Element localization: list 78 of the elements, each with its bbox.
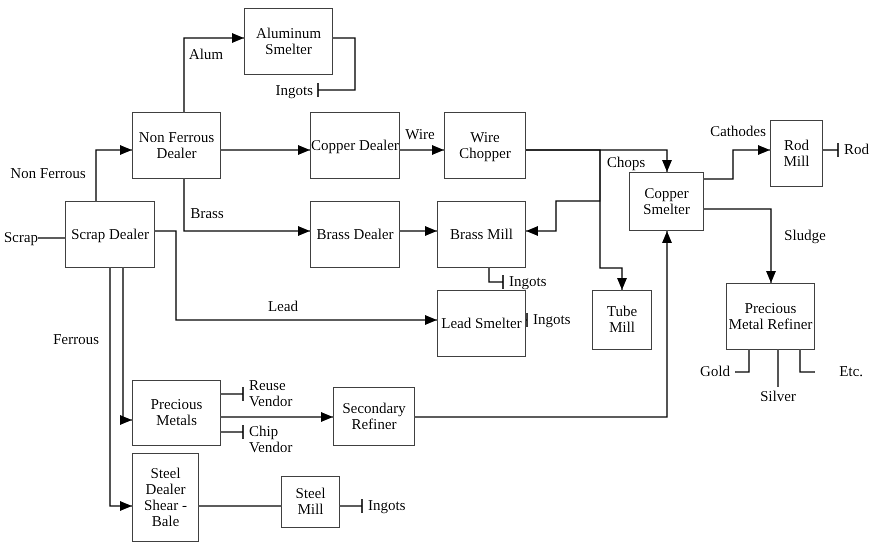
process-box: [592, 290, 652, 350]
edge-label: Lead: [268, 299, 298, 315]
output-line: [488, 268, 504, 290]
output-label: Rod: [844, 142, 870, 158]
connector-line: [777, 350, 779, 387]
arrow: [415, 231, 672, 418]
box-label: Rod Mill: [782, 138, 810, 170]
process-box: [437, 290, 526, 357]
connector-line: [38, 237, 65, 239]
arrow: [155, 230, 437, 325]
output-line: [823, 142, 839, 158]
arrow: [400, 226, 437, 236]
process-box: [333, 387, 415, 446]
connector-line: [799, 350, 815, 373]
output-label: Silver: [760, 389, 796, 405]
process-box: [310, 201, 400, 268]
output-line: [526, 312, 528, 328]
process-box: [770, 120, 823, 187]
connector-line: [199, 505, 281, 507]
process-box: [444, 112, 526, 179]
arrow: [95, 145, 132, 201]
process-box: [244, 8, 333, 75]
output-label: Chip Vendor: [249, 424, 294, 456]
arrow: [183, 179, 310, 236]
connector-line: [735, 350, 750, 373]
arrow: [704, 208, 776, 283]
edge-label: Chops: [606, 155, 646, 171]
arrow: [109, 268, 132, 511]
edge-label: Ferrous: [53, 332, 99, 348]
output-label: Ingots: [276, 83, 313, 99]
box-label: Brass Dealer: [316, 226, 394, 242]
output-label: Reuse Vendor: [249, 378, 294, 410]
arrow: [183, 33, 244, 112]
edge-label: Cathodes: [710, 124, 766, 140]
process-box: [132, 112, 221, 179]
edge-label: Alum: [188, 47, 224, 63]
box-label: Precious Metal Refiner: [728, 300, 814, 332]
output-line: [221, 386, 244, 402]
arrow: [704, 145, 770, 180]
process-box: [437, 201, 526, 268]
box-label: Scrap Dealer: [71, 226, 149, 242]
box-label: Steel Dealer Shear -Bale: [143, 466, 188, 530]
process-box: [132, 380, 221, 446]
process-box: [726, 283, 815, 350]
arrow: [120, 268, 132, 425]
output-label: Etc.: [839, 364, 863, 380]
output-line: [317, 37, 356, 98]
output-label: Ingots: [509, 274, 546, 290]
output-line: [340, 498, 363, 514]
process-box: [310, 112, 400, 179]
arrow: [526, 149, 627, 290]
output-label: Gold: [700, 364, 730, 380]
process-box: [281, 476, 340, 528]
box-label: Copper Smelter: [642, 186, 691, 218]
output-label: Ingots: [533, 312, 570, 328]
box-label: Wire Chopper: [458, 130, 512, 162]
box-label: Non Ferrous Dealer: [138, 130, 216, 162]
box-label: Lead Smelter: [441, 316, 522, 332]
output-line: [221, 424, 244, 440]
edge-label: Wire: [405, 127, 435, 143]
arrow: [400, 145, 444, 155]
edge-label: Non Ferrous: [10, 166, 86, 182]
arrow: [221, 145, 310, 155]
box-label: Secondary Refiner: [341, 400, 407, 432]
box-label: Aluminum Smelter: [254, 26, 322, 58]
output-label: Ingots: [368, 498, 406, 514]
process-box: [65, 201, 155, 268]
box-label: Brass Mill: [450, 226, 513, 242]
output-label: Scrap: [4, 230, 38, 246]
process-box: [629, 172, 704, 231]
process-box: [132, 453, 199, 542]
box-label: Copper Dealer: [311, 138, 399, 154]
box-label: Tube Mill: [606, 304, 638, 336]
box-label: Steel Mill: [294, 486, 326, 518]
edge-label: Sludge: [784, 228, 826, 244]
arrow: [221, 412, 333, 422]
box-label: Precious Metals: [150, 397, 204, 429]
edge-label: Brass: [190, 206, 224, 222]
